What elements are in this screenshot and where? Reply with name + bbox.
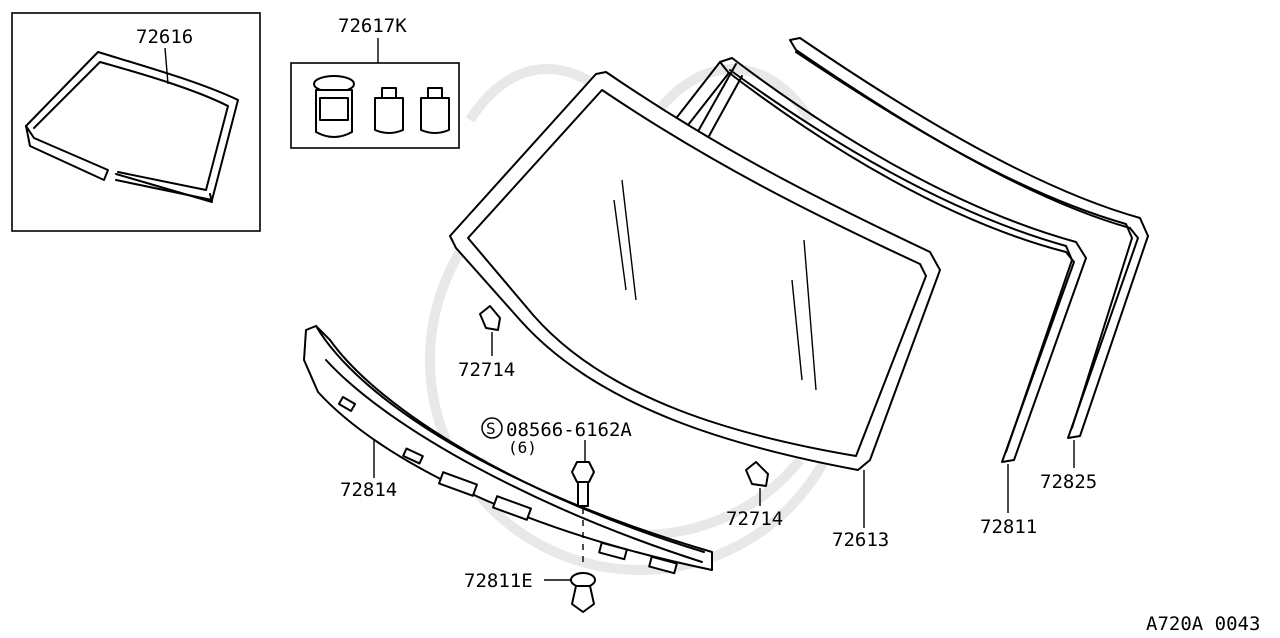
diagram-code: A720A 0043 <box>1146 613 1260 635</box>
label-72616: 72616 <box>136 26 193 48</box>
part-72825-molding <box>789 37 1149 468</box>
part-72811E-clip <box>544 572 596 613</box>
label-72811: 72811 <box>980 516 1037 538</box>
label-72814: 72814 <box>340 479 397 501</box>
label-72613: 72613 <box>832 529 889 551</box>
label-72825: 72825 <box>1040 471 1097 493</box>
bolt-callout: S 08566-6162A (6) <box>481 417 632 457</box>
bolt-symbol: S <box>486 419 496 438</box>
label-72617K: 72617K <box>338 15 407 37</box>
label-bolt-qty: (6) <box>508 438 537 457</box>
part-72714-clip-lower <box>745 461 769 506</box>
part-72814-cowl <box>303 325 713 575</box>
part-bolt <box>571 440 595 568</box>
label-72811E: 72811E <box>464 570 533 592</box>
label-72714-lower: 72714 <box>726 508 783 530</box>
inset-72616 <box>11 12 261 232</box>
label-bolt-part: 08566-6162A <box>506 419 632 441</box>
inset-72617K <box>290 38 460 149</box>
label-72714-upper: 72714 <box>458 359 515 381</box>
part-72714-clip-upper <box>479 305 501 356</box>
part-72613-windshield <box>449 71 941 528</box>
